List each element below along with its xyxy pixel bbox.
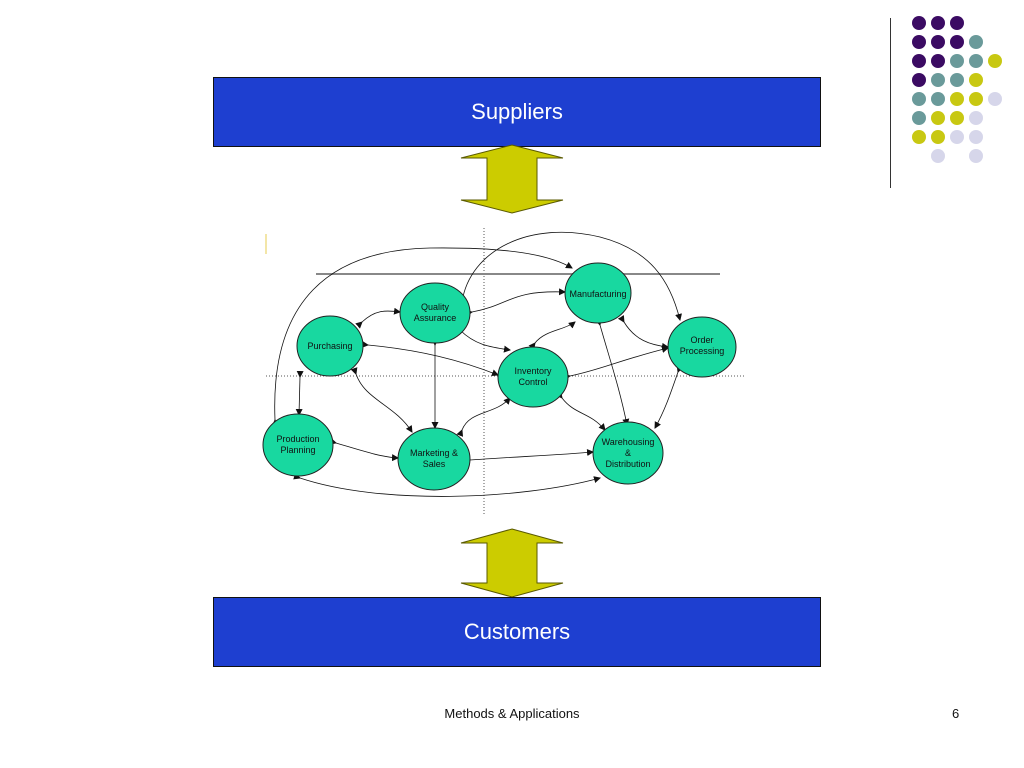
- customers-box: Customers: [213, 597, 821, 667]
- connector: [271, 247, 573, 427]
- svg-text:Planning: Planning: [280, 445, 315, 455]
- decorative-dot: [988, 54, 1002, 68]
- connector: [465, 288, 566, 317]
- connector: [453, 323, 511, 353]
- svg-text:Assurance: Assurance: [414, 313, 457, 323]
- node-label: Quality: [421, 302, 450, 312]
- decorative-dot: [912, 92, 926, 106]
- connector: [350, 367, 413, 433]
- decorative-dot: [931, 73, 945, 87]
- node-label: Sales: [423, 459, 446, 469]
- connector: [528, 321, 576, 350]
- decorative-dot: [912, 16, 926, 30]
- node-manufacturing: Manufacturing: [564, 262, 632, 324]
- decorative-dot: [931, 16, 945, 30]
- decorative-dot: [969, 92, 983, 106]
- decorative-dot: [931, 149, 945, 163]
- decorative-dot: [950, 130, 964, 144]
- node-label: Manufacturing: [569, 289, 626, 299]
- svg-text:Processing: Processing: [680, 346, 725, 356]
- connector: [463, 449, 594, 464]
- svg-text:Distribution: Distribution: [605, 459, 650, 469]
- node-purchasing: Purchasing: [296, 315, 364, 377]
- decorative-dot: [912, 35, 926, 49]
- decorative-dot: [931, 92, 945, 106]
- supplier-double-arrow: [460, 144, 564, 214]
- svg-text:Inventory: Inventory: [514, 366, 552, 376]
- connector: [594, 318, 630, 426]
- decorative-dot: [969, 54, 983, 68]
- decorative-dot: [912, 111, 926, 125]
- svg-text:Manufacturing: Manufacturing: [569, 289, 626, 299]
- node-warehousing-distribution: Warehousing & Distribution: [592, 421, 664, 485]
- decorative-dot: [931, 35, 945, 49]
- decorative-dot: [969, 35, 983, 49]
- connector: [355, 307, 401, 329]
- decorative-dot: [988, 92, 1002, 106]
- connector: [617, 315, 669, 350]
- suppliers-box: Suppliers: [213, 77, 821, 147]
- page-number: 6: [952, 706, 960, 721]
- svg-text:Sales: Sales: [423, 459, 446, 469]
- svg-text:Control: Control: [518, 377, 547, 387]
- svg-text:&: &: [625, 448, 631, 458]
- svg-text:Quality: Quality: [421, 302, 450, 312]
- decorative-dot: [912, 54, 926, 68]
- suppliers-label: Suppliers: [471, 99, 563, 124]
- decorative-dot: [950, 73, 964, 87]
- node-label: Order: [690, 335, 713, 345]
- decorative-dot: [912, 73, 926, 87]
- node-label: Purchasing: [307, 341, 352, 351]
- decorative-dot-grid: [912, 16, 1002, 163]
- connector: [563, 346, 669, 381]
- node-label: Production: [276, 434, 319, 444]
- connector: [654, 365, 684, 429]
- node-inventory-control: Inventory Control: [497, 346, 569, 408]
- decorative-dot: [931, 130, 945, 144]
- node-order-processing: Order Processing: [667, 316, 737, 378]
- svg-text:Marketing &: Marketing &: [410, 448, 458, 458]
- node-label: Inventory: [514, 366, 552, 376]
- node-label: Planning: [280, 445, 315, 455]
- connector: [293, 472, 601, 497]
- node-label: Warehousing: [602, 437, 655, 447]
- decorative-dot: [969, 111, 983, 125]
- node-label: &: [625, 448, 631, 458]
- decorative-dot: [969, 130, 983, 144]
- decorative-dot: [931, 111, 945, 125]
- decorative-dot: [950, 111, 964, 125]
- connector: [361, 340, 499, 377]
- customer-double-arrow: [460, 528, 564, 598]
- connector: [295, 370, 304, 416]
- customers-label: Customers: [463, 619, 571, 644]
- footer-title: Methods & Applications: [444, 706, 580, 721]
- node-label: Processing: [680, 346, 725, 356]
- svg-text:Production: Production: [276, 434, 319, 444]
- svg-text:Order: Order: [690, 335, 713, 345]
- node-label: Assurance: [414, 313, 457, 323]
- svg-text:Warehousing: Warehousing: [602, 437, 655, 447]
- connector: [457, 231, 682, 321]
- svg-text:Purchasing: Purchasing: [307, 341, 352, 351]
- decorative-dot: [950, 54, 964, 68]
- decorative-dot: [950, 35, 964, 49]
- decorative-dot: [931, 54, 945, 68]
- node-marketing-sales: Marketing & Sales: [397, 427, 471, 491]
- node-label: Control: [518, 377, 547, 387]
- node-production-planning: Production Planning: [262, 413, 334, 477]
- decorative-dot: [912, 130, 926, 144]
- node-label: Marketing &: [410, 448, 458, 458]
- connector: [555, 391, 606, 431]
- connector: [329, 437, 399, 462]
- connector: [456, 397, 511, 437]
- decorative-dot: [950, 16, 964, 30]
- node-label: Distribution: [605, 459, 650, 469]
- decorative-dot: [969, 149, 983, 163]
- decorative-divider-line: [890, 18, 891, 188]
- node-quality-assurance: Quality Assurance: [399, 282, 471, 344]
- decorative-dot: [969, 73, 983, 87]
- yellow-tick-mark: [265, 234, 267, 254]
- decorative-dot: [950, 92, 964, 106]
